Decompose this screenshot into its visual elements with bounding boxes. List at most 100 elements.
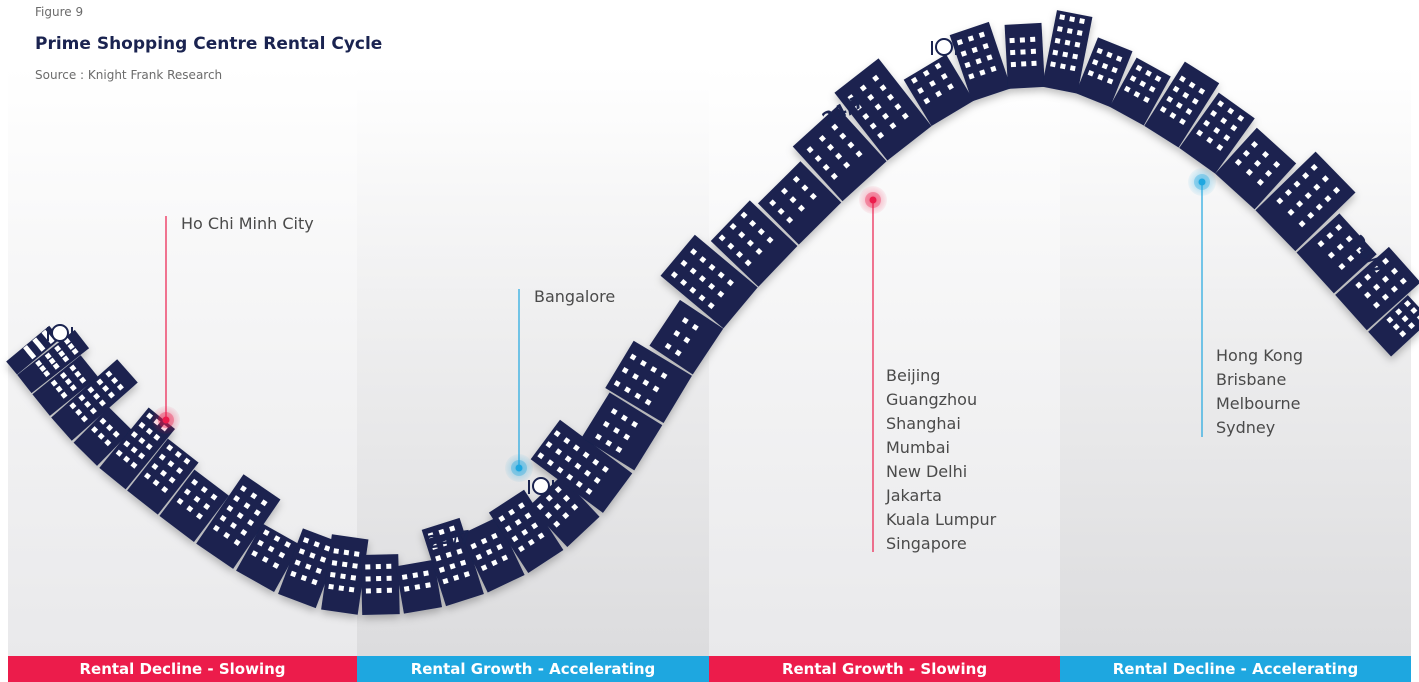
window <box>680 259 688 267</box>
window <box>153 433 161 441</box>
window <box>708 282 716 290</box>
window <box>826 143 835 151</box>
window <box>463 571 470 578</box>
city-label-hcmc: Ho Chi Minh City <box>181 214 314 233</box>
window <box>847 141 855 149</box>
window <box>1091 58 1099 66</box>
city-item: Guangzhou <box>886 390 978 409</box>
window <box>1019 37 1026 43</box>
window <box>1188 81 1196 89</box>
window <box>452 536 459 544</box>
window <box>843 161 851 169</box>
window <box>262 529 270 537</box>
window <box>456 548 463 555</box>
building <box>159 469 229 543</box>
city-item: Melbourne <box>1216 394 1301 413</box>
window <box>1355 281 1363 289</box>
window <box>239 485 247 493</box>
window <box>660 372 668 380</box>
window <box>1198 87 1206 95</box>
window <box>1386 316 1394 324</box>
city-item: Jakarta <box>886 486 942 505</box>
figure-source: Source : Knight Frank Research <box>35 68 223 82</box>
window <box>365 576 371 582</box>
window <box>642 379 650 387</box>
window <box>1111 66 1118 74</box>
window <box>341 561 348 568</box>
window <box>1182 91 1190 99</box>
window <box>386 587 392 593</box>
window <box>894 103 902 111</box>
window <box>1245 168 1253 176</box>
window <box>425 582 431 589</box>
window <box>1143 96 1150 103</box>
window <box>801 184 809 192</box>
window <box>29 352 37 360</box>
window <box>613 380 621 388</box>
window <box>729 222 737 231</box>
window <box>1381 275 1390 283</box>
window <box>967 35 975 42</box>
window <box>331 560 338 566</box>
window <box>69 384 77 392</box>
window <box>839 132 847 140</box>
window <box>273 535 281 543</box>
window <box>508 508 516 516</box>
window <box>554 486 562 494</box>
window <box>449 563 456 570</box>
window <box>35 359 43 367</box>
window <box>521 528 529 536</box>
window <box>518 502 525 510</box>
window <box>386 575 392 581</box>
window <box>1203 119 1211 127</box>
window <box>1326 232 1334 240</box>
window <box>1020 49 1026 55</box>
window <box>175 467 184 475</box>
window <box>115 449 123 457</box>
window <box>698 294 706 302</box>
window <box>84 400 92 408</box>
window <box>233 495 241 503</box>
window <box>1220 117 1228 125</box>
window <box>1101 62 1109 70</box>
building <box>1004 22 1045 89</box>
window <box>350 574 357 581</box>
figure-title: Prime Shopping Centre Rental Cycle <box>35 34 383 54</box>
window <box>304 563 312 570</box>
window <box>623 433 631 441</box>
window <box>1115 55 1123 63</box>
city-item: Hong Kong <box>1216 346 1303 365</box>
window <box>298 548 306 555</box>
window <box>1298 220 1306 228</box>
window <box>300 574 308 582</box>
window <box>602 420 610 428</box>
window <box>105 370 113 378</box>
window <box>1310 163 1318 171</box>
phase-bar-growth-accelerating: Rental Growth - Accelerating <box>357 656 709 682</box>
window <box>855 150 863 158</box>
window <box>112 430 120 438</box>
window <box>99 417 107 425</box>
window <box>575 480 583 488</box>
window <box>64 378 72 386</box>
window <box>652 385 660 393</box>
window <box>1321 175 1329 183</box>
city-item: Mumbai <box>886 438 950 457</box>
dining-icon <box>47 324 73 342</box>
building <box>1109 57 1171 126</box>
window <box>1242 149 1250 157</box>
window <box>145 427 153 435</box>
window <box>352 563 358 569</box>
window <box>130 431 138 439</box>
window <box>545 494 553 502</box>
window <box>822 163 830 171</box>
window <box>1069 65 1076 72</box>
window <box>1206 136 1214 144</box>
window <box>1223 134 1231 142</box>
window <box>749 219 757 227</box>
marker-hcmc <box>152 406 180 434</box>
window <box>1196 129 1204 137</box>
window <box>459 559 467 567</box>
window <box>278 551 286 559</box>
window <box>879 84 887 92</box>
